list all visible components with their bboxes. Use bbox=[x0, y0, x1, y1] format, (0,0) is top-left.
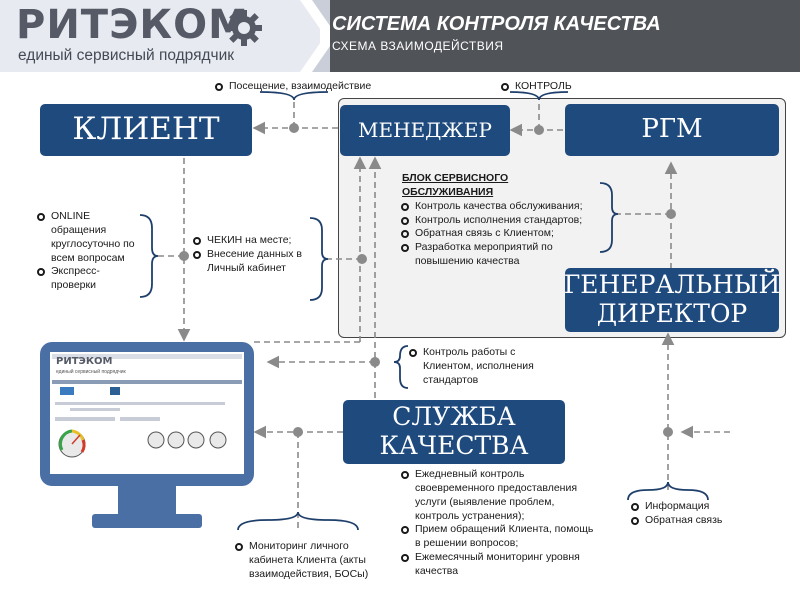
service-block-item: Обратная связь с Клиентом; bbox=[400, 227, 600, 241]
quality-service-node: СЛУЖБА КАЧЕСТВА bbox=[343, 400, 565, 464]
visit-note: Посещение, взаимодействие bbox=[214, 80, 371, 94]
client-node: КЛИЕНТ bbox=[40, 104, 252, 156]
service-block-item: Контроль исполнения стандартов; bbox=[400, 214, 600, 228]
service-block-item: Разработка мероприятий по повышению каче… bbox=[400, 241, 600, 269]
info-note-item: Информация bbox=[630, 500, 750, 514]
control-note-item: КОНТРОЛЬ bbox=[500, 80, 572, 94]
daily-control-item: Ежемесячный мониторинг уровня качества bbox=[400, 551, 600, 579]
control-note: КОНТРОЛЬ bbox=[500, 80, 572, 94]
info-note: Информация Обратная связь bbox=[630, 500, 750, 528]
screen-tagline: единый сервисный подрядчик bbox=[56, 369, 126, 375]
checkin-note-item: Внесение данных в Личный кабинет bbox=[192, 248, 318, 276]
service-block-note: БЛОК СЕРВИСНОГО ОБСЛУЖИВАНИЯ Контроль ка… bbox=[400, 172, 600, 269]
service-block-title: БЛОК СЕРВИСНОГО ОБСЛУЖИВАНИЯ bbox=[402, 172, 509, 198]
header-logo-area bbox=[0, 0, 320, 72]
company-tagline: единый сервисный подрядчик bbox=[18, 47, 235, 64]
screen-logo: РИТЭКОМ bbox=[56, 356, 113, 367]
page-title: СИСТЕМА КОНТРОЛЯ КАЧЕСТВА bbox=[332, 13, 661, 35]
service-block-item: Контроль качества обслуживания; bbox=[400, 200, 600, 214]
general-director-node: ГЕНЕРАЛЬНЫЙ ДИРЕКТОР bbox=[564, 268, 780, 332]
monitor-icon bbox=[40, 342, 254, 528]
page-subtitle: СХЕМА ВЗАИМОДЕЙСТВИЯ bbox=[332, 39, 504, 53]
company-logo: РИТЭКОМ bbox=[16, 2, 249, 48]
daily-control-item: Прием обращений Клиента, помощь в решени… bbox=[400, 523, 600, 551]
header-title-area bbox=[330, 0, 800, 72]
gear-icon bbox=[226, 10, 262, 46]
work-control-note: Контроль работы с Клиентом, исполнения с… bbox=[408, 346, 558, 388]
rgm-node: РГМ bbox=[565, 104, 779, 156]
manager-node: МЕНЕДЖЕР bbox=[340, 105, 510, 156]
monitoring-note: Мониторинг личного кабинета Клиента (акт… bbox=[234, 540, 384, 582]
online-note-item: ONLINE обращения круглосуточно по всем в… bbox=[36, 210, 144, 265]
daily-control-note: Ежедневный контроль своевременного предо… bbox=[400, 468, 600, 579]
checkin-note-item: ЧЕКИН на месте; bbox=[192, 234, 318, 248]
visit-note-item: Посещение, взаимодействие bbox=[214, 80, 371, 94]
info-note-item: Обратная связь bbox=[630, 514, 750, 528]
online-note-item: Экспресс-проверки bbox=[36, 265, 144, 293]
monitoring-note-item: Мониторинг личного кабинета Клиента (акт… bbox=[234, 540, 384, 582]
daily-control-item: Ежедневный контроль своевременного предо… bbox=[400, 468, 600, 523]
work-control-note-item: Контроль работы с Клиентом, исполнения с… bbox=[408, 346, 558, 388]
online-note: ONLINE обращения круглосуточно по всем в… bbox=[36, 210, 144, 293]
checkin-note: ЧЕКИН на месте; Внесение данных в Личный… bbox=[192, 234, 318, 276]
